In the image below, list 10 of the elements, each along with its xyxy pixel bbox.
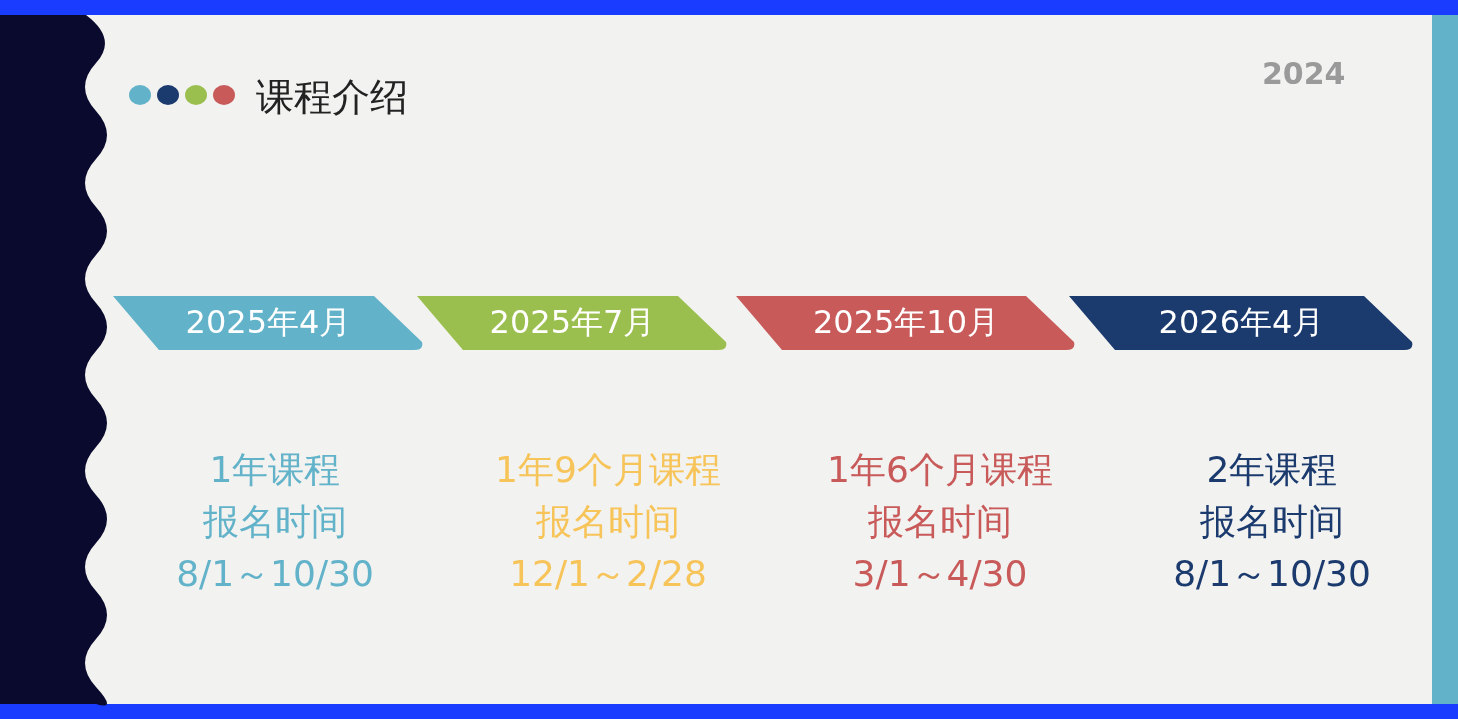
course-info: 1年9个月课程 报名时间 12/1～2/28 bbox=[494, 448, 722, 596]
date-banner: 2026年4月 bbox=[1069, 296, 1414, 350]
course-info: 2年课程 报名时间 8/1～10/30 bbox=[1172, 448, 1372, 596]
date-banner: 2025年7月 bbox=[417, 296, 728, 350]
course-info: 1年6个月课程 报名时间 3/1～4/30 bbox=[826, 448, 1054, 596]
year-label: 2024 bbox=[1262, 56, 1346, 91]
title: 课程介绍 bbox=[256, 74, 408, 121]
date-banner: 2025年10月 bbox=[736, 296, 1076, 350]
date-banner: 2025年4月 bbox=[113, 296, 424, 350]
course-info: 1年课程 报名时间 8/1～10/30 bbox=[175, 448, 375, 596]
